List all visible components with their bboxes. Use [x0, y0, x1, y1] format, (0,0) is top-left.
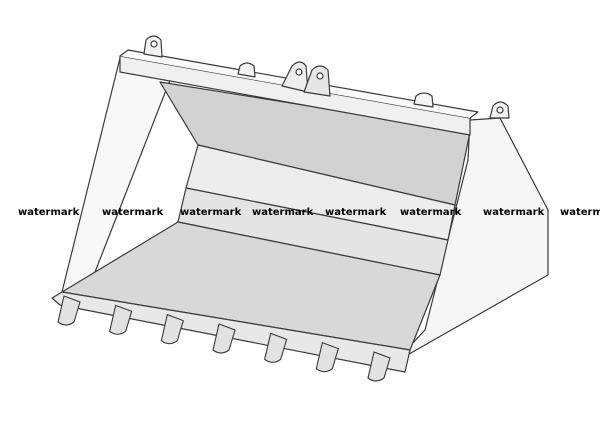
watermark-text: watermark: [252, 207, 314, 218]
watermark-text: watermark: [18, 207, 80, 218]
right-side-wall: [394, 117, 549, 363]
bucket-tooth: [160, 313, 185, 345]
watermark-text: watermark: [325, 207, 387, 218]
bucket-tooth: [264, 332, 288, 363]
bucket-tooth: [109, 304, 133, 335]
watermark-text: watermark: [400, 207, 462, 218]
bucket-tooth: [367, 351, 391, 382]
watermark-text: watermark: [180, 207, 242, 218]
bucket-tooth: [315, 341, 340, 373]
watermark-text: watermark: [483, 207, 545, 218]
lug-mid: [237, 62, 256, 78]
lug-center-b: [303, 65, 331, 97]
watermark-row: watermark watermark watermark watermark …: [0, 205, 600, 221]
lug-center-a: [281, 61, 309, 93]
bucket-tooth: [57, 295, 81, 326]
bucket-tooth: [212, 323, 236, 354]
watermark-text: watermark: [560, 207, 600, 218]
watermark-text: watermark: [102, 207, 164, 218]
teeth-group: [57, 295, 391, 382]
lug-right-a: [413, 92, 434, 108]
